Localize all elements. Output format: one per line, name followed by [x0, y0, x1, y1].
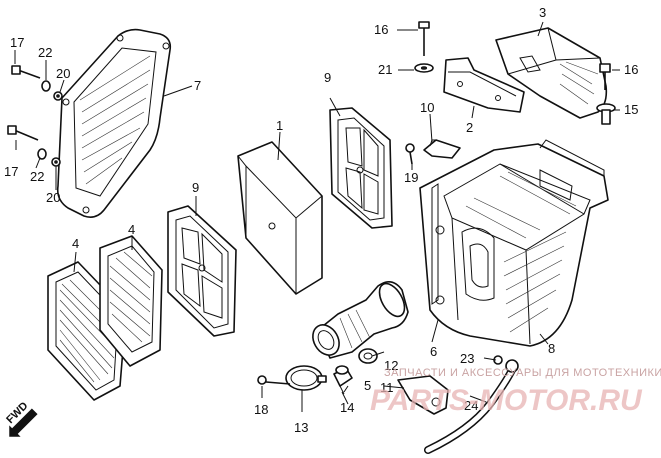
collar-15 — [596, 103, 616, 125]
callout-16-right: 16 — [624, 62, 638, 77]
callout-18: 18 — [254, 402, 268, 417]
callout-17-lower: 17 — [4, 164, 18, 179]
callout-14: 14 — [340, 400, 354, 415]
callout-17-upper: 17 — [10, 35, 24, 50]
callout-19: 19 — [404, 170, 418, 185]
callout-9-lower: 9 — [192, 180, 199, 195]
callout-7: 7 — [194, 78, 201, 93]
callout-10: 10 — [420, 100, 434, 115]
callout-4-right: 4 — [128, 222, 135, 237]
watermark-tagline: ЗАПЧАСТИ И АКСЕССУАРЫ ДЛЯ МОТОТЕХНИКИ — [384, 367, 661, 379]
collar-22-lower — [37, 148, 47, 160]
screw-18 — [257, 375, 291, 385]
part-9-upper-frame — [329, 107, 393, 229]
watermark: ЗАПЧАСТИ И АКСЕССУАРЫ ДЛЯ МОТОТЕХНИКИ PA… — [370, 367, 661, 417]
callout-23: 23 — [460, 351, 474, 366]
callout-5: 5 — [364, 378, 371, 393]
callout-8: 8 — [548, 341, 555, 356]
washer-20-lower — [51, 157, 61, 167]
washer-20-upper — [53, 91, 63, 101]
callout-2: 2 — [466, 120, 473, 135]
callout-3: 3 — [539, 5, 546, 20]
part-10-stay — [423, 139, 461, 159]
part-8-air-cleaner-case — [419, 139, 609, 347]
part-1-filter-element — [237, 141, 323, 295]
washer-5 — [335, 365, 349, 375]
part-9-lower-frame — [167, 205, 237, 337]
bolt-16-right — [599, 63, 611, 90]
part-2-bracket — [443, 57, 525, 113]
forward-direction-arrow: FWD — [4, 400, 38, 437]
callout-1: 1 — [276, 118, 283, 133]
callout-labels: 17 22 20 7 1 9 9 4 4 3 16 21 2 10 16 15 … — [4, 5, 638, 435]
callout-11: 11 — [380, 380, 394, 395]
collar-22-upper — [41, 80, 51, 92]
screw-19 — [405, 143, 415, 165]
bolt-16-top — [418, 21, 430, 56]
callout-24: 24 — [464, 398, 478, 413]
callout-21: 21 — [378, 62, 392, 77]
part-24-drain-hose — [424, 359, 519, 454]
watermark-site: PARTS-MOTOR.RU — [370, 384, 643, 417]
callout-12: 12 — [384, 358, 398, 373]
part-11-drain-tube — [397, 375, 449, 415]
callout-13: 13 — [294, 420, 308, 435]
bolt-17-upper — [11, 65, 41, 79]
bolt-17-lower — [7, 125, 39, 141]
callout-9-upper: 9 — [324, 70, 331, 85]
leader-lines — [14, 21, 620, 412]
washer-21 — [414, 63, 434, 73]
callout-20-upper: 20 — [56, 66, 70, 81]
callout-20-lower: 20 — [46, 190, 60, 205]
callout-16-top: 16 — [374, 22, 388, 37]
callout-6: 6 — [430, 344, 437, 359]
callout-4-left: 4 — [72, 236, 79, 251]
part-12-connecting-tube — [312, 281, 409, 364]
part-7-cover — [56, 28, 172, 218]
callout-15: 15 — [624, 102, 638, 117]
part-13-band-clamp — [285, 365, 327, 391]
callout-22-upper: 22 — [38, 45, 52, 60]
callout-22-lower: 22 — [30, 169, 44, 184]
